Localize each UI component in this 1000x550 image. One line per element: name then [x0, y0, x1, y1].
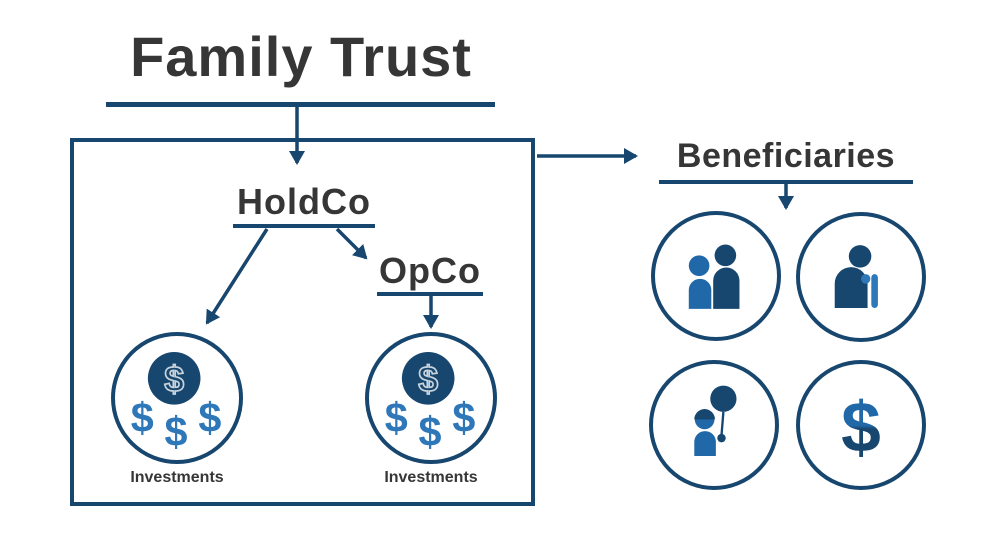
person-head: [688, 255, 710, 276]
coin-icon: [401, 351, 455, 405]
dollar-symbol: $: [385, 395, 408, 441]
money-icon: $ $ $ $: [131, 351, 221, 455]
beneficiaries-underline: [659, 180, 913, 184]
opco-label: OpCo: [379, 250, 481, 291]
coin-dollar-symbol: $: [164, 359, 184, 399]
dollar-symbol: $: [841, 387, 881, 467]
holdco-underline: [233, 224, 375, 228]
beneficiary-circle-couple: [651, 211, 781, 341]
family-trust-underline: [106, 102, 495, 107]
person-body: [688, 278, 712, 309]
balloon-knot: [717, 433, 726, 443]
person-body: [834, 267, 868, 308]
dollar-symbol: $: [452, 395, 475, 441]
person-head: [714, 244, 737, 267]
child-cap: [694, 409, 715, 420]
hand: [861, 274, 871, 284]
dollar-symbol: $: [131, 395, 154, 441]
cane: [871, 274, 878, 308]
child-with-balloon-icon: [694, 385, 737, 456]
trust-structure-box: [70, 138, 535, 506]
beneficiary-circle-money: $: [796, 360, 926, 490]
dollar-symbol: $: [419, 409, 442, 455]
child-body: [694, 431, 716, 456]
holdco-investments-circle: $ $ $ $: [111, 332, 243, 464]
person-with-cane-icon: [834, 245, 878, 308]
couple-icon: [688, 244, 740, 309]
beneficiaries-title: Beneficiaries: [676, 137, 896, 175]
dollar-symbol: $: [165, 409, 188, 455]
family-trust-title: Family Trust: [130, 25, 472, 88]
money-icon: $ $ $ $: [385, 351, 475, 455]
holdco-label: HoldCo: [237, 181, 371, 222]
opco-circle-caption: Investments: [384, 469, 478, 486]
opco-investments-circle: $ $ $ $: [365, 332, 497, 464]
dollar-symbol: $: [198, 395, 221, 441]
person-body: [713, 267, 740, 309]
beneficiary-circle-elderly: [796, 212, 926, 342]
beneficiary-circle-child: [649, 360, 779, 490]
coin-icon: [147, 351, 201, 405]
coin-dollar-symbol: $: [418, 359, 438, 399]
holdco-circle-caption: Investments: [130, 469, 224, 486]
balloon-string: [720, 411, 725, 436]
person-head: [848, 245, 872, 268]
balloon: [710, 385, 737, 412]
opco-underline: [377, 292, 483, 296]
dollar-sign-icon: $: [841, 387, 881, 467]
